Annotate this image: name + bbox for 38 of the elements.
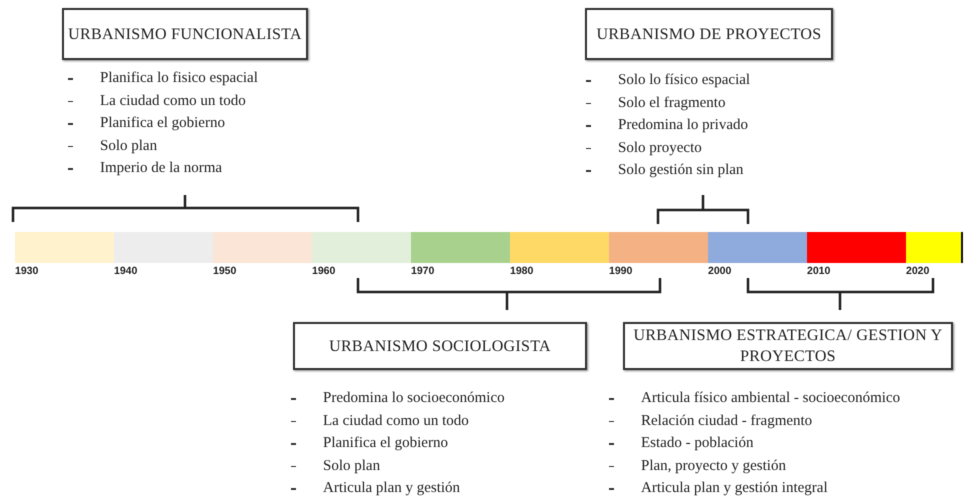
bullet-item: Predomina lo socioeconómico xyxy=(290,387,505,410)
bullet-item: Solo proyecto xyxy=(585,136,750,159)
year-label: 2010 xyxy=(807,265,830,277)
bullet-item: Articula plan y gestión xyxy=(290,477,505,499)
period-title: URBANISMO FUNCIONALISTA xyxy=(68,24,302,44)
bullet-item: Imperio de la norma xyxy=(67,157,258,180)
bullet-item: Plan, proyecto y gestión xyxy=(608,454,900,477)
bullet-item: Solo gestión sin plan xyxy=(585,159,750,182)
bullet-item: Estado - población xyxy=(608,432,900,454)
period-box xyxy=(293,322,587,370)
bullet-item: Articula físico ambiental - socioeconómico xyxy=(608,387,900,410)
bullet-item: Solo plan xyxy=(290,454,505,477)
period-box xyxy=(62,8,308,60)
year-label: 2000 xyxy=(708,265,732,277)
bullet-item: La ciudad como un todo xyxy=(67,90,258,112)
bullet-item: La ciudad como un todo xyxy=(290,410,505,432)
period-box xyxy=(585,8,833,60)
bullet-item: Planifica el gobierno xyxy=(290,432,505,454)
period-title: URBANISMO ESTRATEGICA/ GESTION Y PROYECTOS xyxy=(632,326,944,367)
bullet-item: Planifica lo fisico espacial xyxy=(67,67,258,90)
year-label: 1930 xyxy=(15,265,38,277)
year-label: 1960 xyxy=(312,265,336,277)
year-label: 2020 xyxy=(906,265,930,277)
bullet-item: Relación ciudad - fragmento xyxy=(608,410,900,432)
year-label: 1980 xyxy=(510,265,534,277)
period-title: URBANISMO SOCIOLOGISTA xyxy=(329,336,551,356)
period-title: URBANISMO DE PROYECTOS xyxy=(596,24,822,44)
bullet-item: Solo lo físico espacial xyxy=(585,69,750,92)
year-label: 1970 xyxy=(411,265,434,277)
year-label: 1940 xyxy=(114,265,138,277)
bullet-item: Planifica el gobierno xyxy=(67,112,258,134)
bullet-item: Solo plan xyxy=(67,134,258,157)
bullet-item: Solo el fragmento xyxy=(585,92,750,114)
year-label: 1950 xyxy=(213,265,236,277)
bullet-item: Predomina lo privado xyxy=(585,114,750,136)
period-box xyxy=(623,322,953,370)
year-label: 1990 xyxy=(609,265,632,277)
bullet-item: Articula plan y gestión integral xyxy=(608,477,900,499)
